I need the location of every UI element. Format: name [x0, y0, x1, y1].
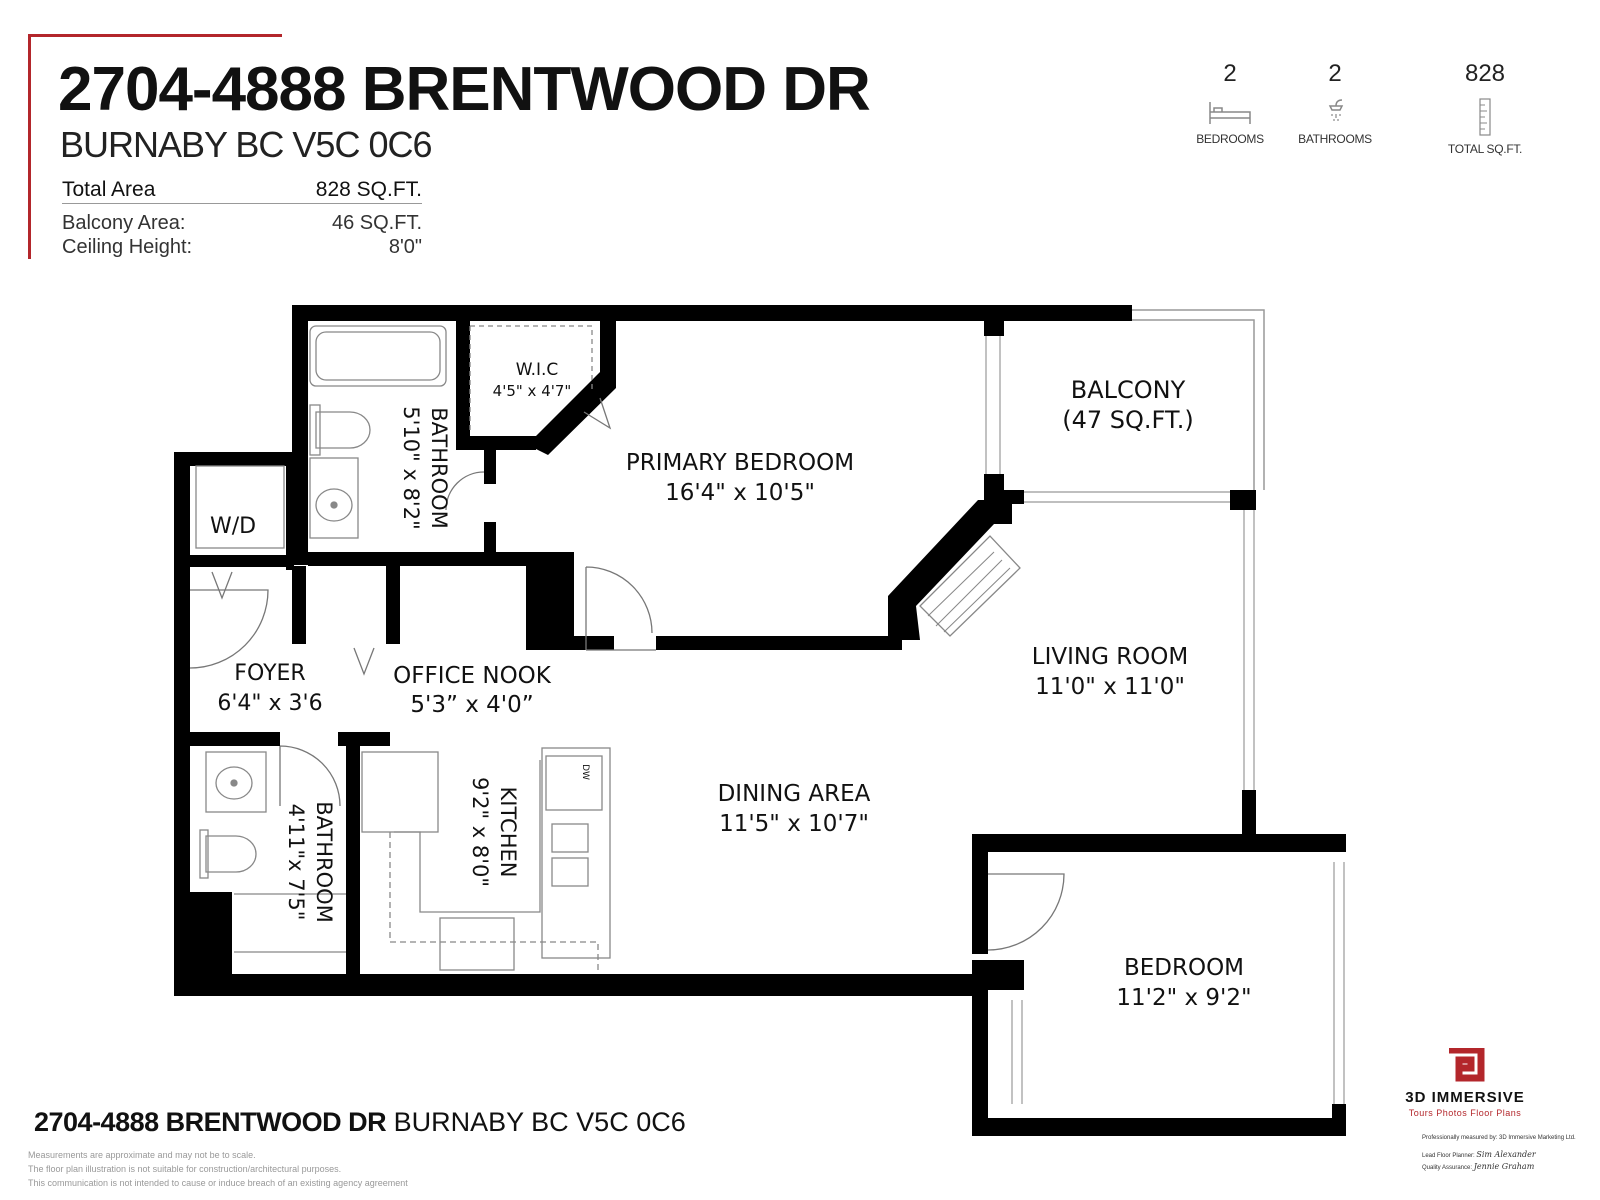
bed-icon: [1209, 102, 1251, 124]
bedrooms-count: 2: [1223, 60, 1237, 87]
room-labels: W.I.C 4'5" x 4'7" PRIMARY BEDROOM 16'4" …: [210, 360, 1252, 1011]
bathrooms-label: BATHROOMS: [1298, 132, 1372, 146]
dishwasher-label: DW: [580, 764, 590, 780]
living-room-name: LIVING ROOM: [1032, 644, 1189, 670]
dining-area-name: DINING AREA: [718, 781, 871, 807]
lead-planner-label: Lead Floor Planner:: [1422, 1153, 1475, 1159]
total-area-row: Total Area 828 SQ.FT.: [62, 178, 422, 202]
wic-dims: 4'5" x 4'7": [493, 382, 572, 400]
ceiling-height-row: Ceiling Height: 8'0": [62, 236, 422, 259]
living-room-dims: 11'0" x 11'0": [1035, 674, 1185, 700]
kitchen-name: KITCHEN: [496, 787, 520, 878]
foyer-dims: 6'4" x 3'6: [217, 691, 322, 716]
logo-mark-icon: [1449, 1046, 1485, 1082]
disclaimer-1: Measurements are approximate and may not…: [28, 1150, 256, 1160]
cooktop: [439, 917, 515, 971]
foyer-name: FOYER: [234, 661, 305, 686]
qa-name: Jennie Graham: [1473, 1162, 1535, 1171]
bathtub: [309, 325, 447, 387]
lead-planner: Lead Floor Planner: Sim Alexander: [1422, 1150, 1536, 1159]
washer-dryer-label: W/D: [210, 514, 256, 539]
toilet-2: [205, 835, 257, 873]
bathrooms-count: 2: [1328, 60, 1342, 87]
primary-bedroom-dims: 16'4" x 10'5": [665, 480, 815, 506]
property-address: 2704-4888 BRENTWOOD DR: [58, 55, 871, 124]
doors: [189, 397, 1065, 951]
bathroom-1-name: BATHROOM: [427, 407, 451, 529]
total-area-value: 828 SQ.FT.: [315, 178, 422, 201]
disclaimer-2: The floor plan illustration is not suita…: [28, 1164, 342, 1174]
sink: [309, 457, 359, 539]
fixtures: [195, 325, 1021, 972]
sink-2: [205, 751, 267, 813]
office-nook-dims: 5'3” x 4'0”: [410, 692, 533, 718]
dishwasher: [545, 755, 603, 811]
primary-bedroom-name: PRIMARY BEDROOM: [626, 450, 854, 476]
area-divider: [62, 203, 422, 204]
dining-area-dims: 11'5" x 10'7": [719, 811, 869, 837]
quality-assurance: Quality Assurance: Jennie Graham: [1422, 1162, 1534, 1171]
lead-planner-name: Sim Alexander: [1476, 1150, 1536, 1159]
header-accent-line-horizontal: [28, 34, 282, 37]
bathroom-2-name: BATHROOM: [312, 801, 336, 923]
fridge: [361, 751, 439, 833]
toilet: [315, 411, 371, 449]
balcony-outline: [1130, 309, 1265, 490]
property-city: BURNABY BC V5C 0C6: [60, 124, 432, 165]
disclaimer-3: This communication is not intended to ca…: [28, 1178, 408, 1188]
balcony-area-value: 46 SQ.FT.: [331, 212, 422, 234]
bathroom-2-dims: 4'11"x 7'5": [284, 804, 308, 921]
sqft-label: TOTAL SQ.FT.: [1447, 142, 1523, 156]
sqft-count: 828: [1464, 60, 1506, 87]
kitchen-dims: 9'2" x 8'0": [468, 777, 492, 887]
balcony-name: BALCONY: [1071, 376, 1186, 404]
wic-name: W.I.C: [516, 360, 559, 380]
office-nook-name: OFFICE NOOK: [393, 663, 552, 689]
ceiling-height-label: Ceiling Height:: [62, 236, 193, 258]
bedrooms-label: BEDROOMS: [1196, 132, 1264, 146]
footer-address-city: BURNABY BC V5C 0C6: [393, 1107, 686, 1137]
balcony-area-label: Balcony Area:: [62, 212, 186, 234]
shower-icon: [1328, 99, 1344, 121]
total-area-label: Total Area: [62, 178, 156, 201]
footer-address: 2704-4888 BRENTWOOD DR BURNABY BC V5C 0C…: [34, 1107, 686, 1138]
stat-total-sqft: 828 TOTAL SQ.FT.: [1415, 60, 1555, 156]
logo-brand: 3D IMMERSIVE: [1405, 1089, 1525, 1106]
bedroom-dims: 11'2" x 9'2": [1116, 985, 1251, 1011]
bathroom-1-dims: 5'10" x 8'2": [399, 406, 423, 529]
ceiling-height-value: 8'0": [388, 236, 422, 258]
company-logo: 3D IMMERSIVE Tours Photos Floor Plans: [1380, 1046, 1550, 1118]
qa-label: Quality Assurance:: [1422, 1165, 1473, 1171]
balcony-area: (47 SQ.FT.): [1062, 406, 1193, 434]
header-accent-line-vertical: [28, 34, 31, 259]
windows: [985, 336, 1345, 1104]
washer-dryer: [195, 465, 285, 549]
stat-bedrooms: 2 BEDROOMS: [1160, 60, 1300, 146]
stat-bathrooms: 2 BATHROOMS: [1265, 60, 1405, 146]
ruler-icon: [1479, 98, 1491, 136]
walls: [174, 305, 1346, 1136]
balcony-area-row: Balcony Area: 46 SQ.FT.: [62, 212, 422, 235]
footer-address-street: 2704-4888 BRENTWOOD DR: [34, 1107, 387, 1137]
measured-by: Professionally measured by: 3D Immersive…: [1422, 1135, 1576, 1141]
bedroom-name: BEDROOM: [1124, 955, 1244, 981]
logo-tagline: Tours Photos Floor Plans: [1408, 1108, 1522, 1118]
